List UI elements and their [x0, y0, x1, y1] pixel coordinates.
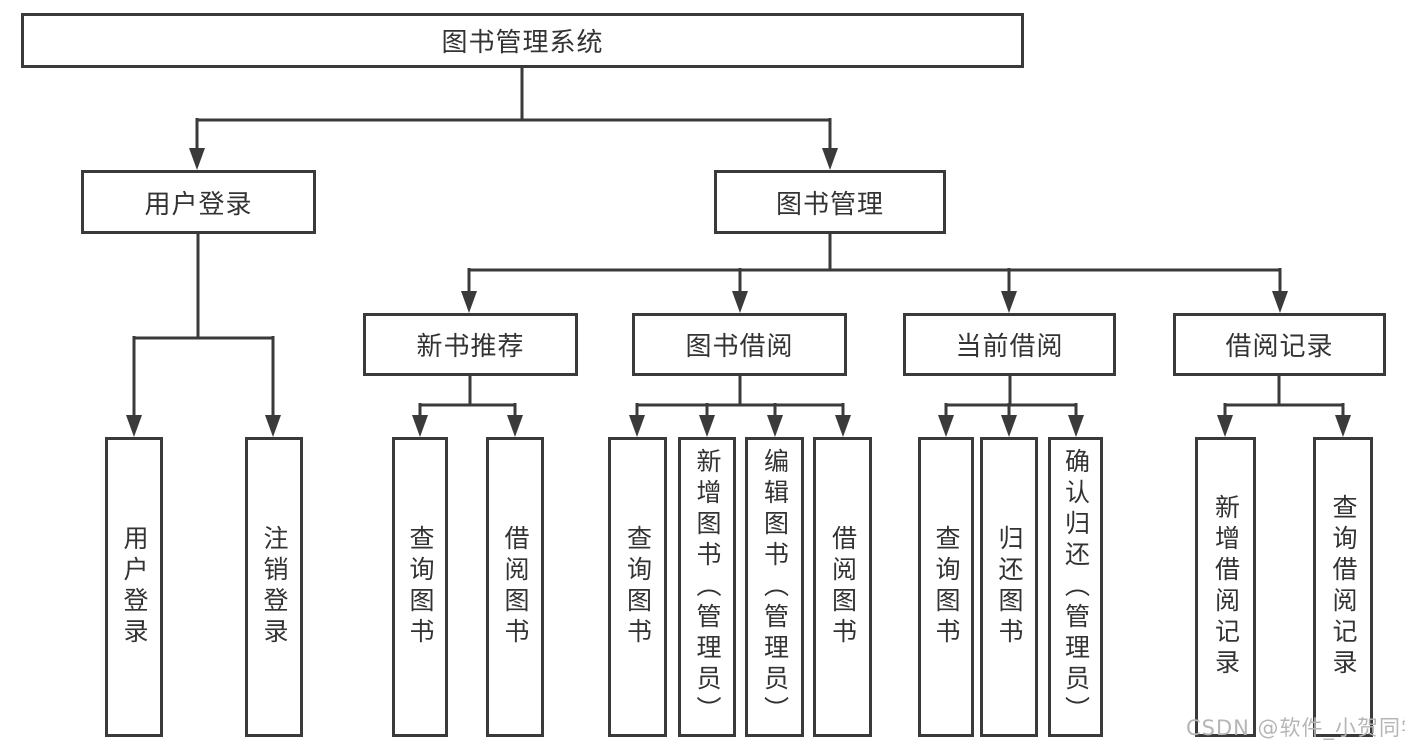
leaf-query-borrow-record-label: 查询借阅记录 — [1329, 494, 1358, 680]
node-new-book-recommend-label: 新书推荐 — [416, 332, 525, 362]
leaf-query-books-current-label: 查询图书 — [932, 525, 961, 649]
node-borrow-record: 借阅记录 — [1173, 313, 1386, 376]
leaf-borrow-books-recommend: 借阅图书 — [486, 437, 544, 737]
leaf-confirm-return-admin-label: 确认归还（管理员） — [1061, 447, 1091, 727]
node-user-login: 用户登录 — [81, 170, 316, 234]
node-root: 图书管理系统 — [21, 13, 1024, 68]
node-current-borrow: 当前借阅 — [903, 313, 1116, 376]
leaf-query-borrow-record: 查询借阅记录 — [1313, 437, 1373, 737]
leaf-query-books-recommend-label: 查询图书 — [406, 525, 435, 649]
node-new-book-recommend: 新书推荐 — [363, 313, 578, 376]
leaf-query-books-recommend: 查询图书 — [392, 437, 448, 737]
leaf-borrow-books-borrow-label: 借阅图书 — [828, 525, 858, 649]
leaf-add-borrow-record-label: 新增借阅记录 — [1211, 494, 1241, 680]
leaf-user-login: 用户登录 — [105, 437, 163, 737]
leaf-add-book-admin: 新增图书（管理员） — [678, 437, 736, 737]
leaf-query-books-current: 查询图书 — [918, 437, 974, 737]
leaf-query-books-borrow: 查询图书 — [608, 437, 667, 737]
node-book-borrow: 图书借阅 — [632, 313, 847, 376]
node-book-management: 图书管理 — [714, 170, 946, 234]
leaf-borrow-books-borrow: 借阅图书 — [813, 437, 872, 737]
leaf-logout-login: 注销登录 — [245, 437, 303, 737]
node-book-borrow-label: 图书借阅 — [685, 332, 794, 362]
leaf-add-borrow-record: 新增借阅记录 — [1195, 437, 1256, 737]
leaf-return-book: 归还图书 — [980, 437, 1038, 737]
leaf-confirm-return-admin: 确认归还（管理员） — [1048, 437, 1103, 737]
leaf-user-login-label: 用户登录 — [120, 525, 149, 649]
node-book-management-label: 图书管理 — [775, 189, 884, 220]
leaf-return-book-label: 归还图书 — [995, 525, 1024, 649]
node-borrow-record-label: 借阅记录 — [1225, 332, 1334, 362]
leaf-borrow-books-recommend-label: 借阅图书 — [501, 525, 530, 649]
csdn-watermark: CSDN @软件_小贺同学 — [1186, 716, 1405, 740]
leaf-logout-login-label: 注销登录 — [260, 525, 289, 649]
node-current-borrow-label: 当前借阅 — [955, 332, 1064, 362]
leaf-edit-book-admin-label: 编辑图书（管理员） — [760, 447, 790, 727]
node-root-label: 图书管理系统 — [441, 28, 604, 58]
leaf-edit-book-admin: 编辑图书（管理员） — [745, 437, 804, 737]
leaf-query-books-borrow-label: 查询图书 — [623, 525, 653, 649]
node-user-login-label: 用户登录 — [144, 189, 253, 220]
leaf-add-book-admin-label: 新增图书（管理员） — [693, 447, 722, 727]
